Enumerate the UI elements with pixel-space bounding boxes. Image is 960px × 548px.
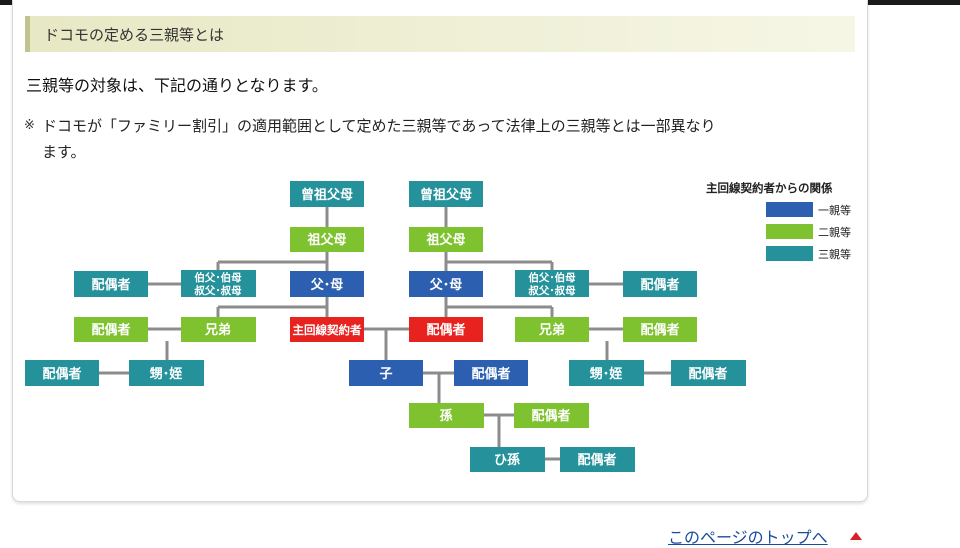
node-label: 曾祖父母 <box>301 187 353 203</box>
node-label: 兄弟 <box>538 322 565 338</box>
node-uncle-aunt-left: 伯父･伯母 叔父･叔母 <box>181 270 256 297</box>
node-label-line1: 伯父･伯母 <box>194 271 242 284</box>
node-label: 甥･姪 <box>150 366 183 382</box>
node-label: 甥･姪 <box>590 366 623 382</box>
legend-title: 主回線契約者からの関係 <box>706 181 833 195</box>
page-top-link[interactable]: このページのトップへ <box>668 528 828 547</box>
node-spouse-of-great-grandchild: 配偶者 <box>560 447 635 472</box>
node-label: 祖父母 <box>425 232 465 248</box>
node-label: 父･母 <box>310 278 344 293</box>
node-grandchild: 孫 <box>409 403 484 428</box>
legend: 主回線契約者からの関係 一親等 二親等 三親等 <box>706 181 851 261</box>
legend-label-first-degree: 一親等 <box>818 203 851 217</box>
node-siblings-right: 兄弟 <box>515 317 589 342</box>
node-label: 配偶者 <box>531 408 570 424</box>
node-spouse-of-sibling-right: 配偶者 <box>623 317 697 342</box>
node-spouse-of-uncle-left: 配偶者 <box>74 271 148 297</box>
node-spouse-of-nephew-left: 配偶者 <box>25 360 99 386</box>
section-title: ドコモの定める三親等とは <box>44 26 225 44</box>
node-self-contract-holder: 主回線契約者 <box>290 317 364 342</box>
node-label: 祖父母 <box>306 232 346 248</box>
note-text-line2: ます。 <box>42 143 86 161</box>
node-label: 配偶者 <box>577 452 616 468</box>
node-label-line2: 叔父･叔母 <box>194 284 242 297</box>
legend-swatch-third-degree <box>766 246 813 261</box>
node-label-line2: 叔父･叔母 <box>528 284 576 297</box>
legend-label-second-degree: 二親等 <box>818 225 851 239</box>
node-great-grandparents-right: 曾祖父母 <box>409 181 483 207</box>
node-label: 曾祖父母 <box>420 187 472 203</box>
legend-label-third-degree: 三親等 <box>818 247 851 261</box>
node-label: 配偶者 <box>688 366 727 382</box>
intro-text: 三親等の対象は、下記の通りとなります。 <box>26 76 328 95</box>
node-label: 子 <box>379 367 392 382</box>
node-parents-left: 父･母 <box>290 271 364 297</box>
node-spouse-of-child: 配偶者 <box>454 360 528 386</box>
node-great-grandchild: ひ孫 <box>470 447 545 472</box>
node-spouse-of-uncle-right: 配偶者 <box>623 271 697 297</box>
node-label: 父･母 <box>429 278 463 293</box>
node-label-line1: 伯父･伯母 <box>528 271 576 284</box>
section-header: ドコモの定める三親等とは <box>25 16 855 52</box>
node-siblings-left: 兄弟 <box>181 317 256 342</box>
connector-lines <box>99 207 671 461</box>
node-label: ひ孫 <box>494 452 520 468</box>
note-mark: ※ <box>24 118 35 133</box>
node-uncle-aunt-right: 伯父･伯母 叔父･叔母 <box>515 270 589 297</box>
legend-swatch-first-degree <box>766 202 813 217</box>
node-label: 主回線契約者 <box>293 323 362 337</box>
node-nephew-niece-right: 甥･姪 <box>569 360 644 386</box>
node-grandparents-left: 祖父母 <box>290 227 364 252</box>
node-spouse-of-grandchild: 配偶者 <box>514 403 589 428</box>
node-spouse-of-sibling-left: 配偶者 <box>74 317 148 342</box>
node-spouse: 配偶者 <box>409 317 483 342</box>
node-label: 配偶者 <box>91 277 130 293</box>
node-label: 配偶者 <box>640 322 679 338</box>
node-label: 配偶者 <box>91 322 130 338</box>
note-text-line1: ドコモが「ファミリー割引」の適用範囲として定めた三親等であって法律上の三親等とは… <box>42 117 716 135</box>
node-label: 配偶者 <box>426 322 465 338</box>
node-grandparents-right: 祖父母 <box>409 227 483 252</box>
node-label: 配偶者 <box>640 277 679 293</box>
node-label: 兄弟 <box>204 322 231 338</box>
node-great-grandparents-left: 曾祖父母 <box>290 181 364 207</box>
node-label: 孫 <box>439 408 452 424</box>
node-nephew-niece-left: 甥･姪 <box>129 360 204 386</box>
node-child: 子 <box>349 360 423 386</box>
node-parents-right: 父･母 <box>409 271 483 297</box>
node-label: 配偶者 <box>471 366 510 382</box>
legend-swatch-second-degree <box>766 224 813 239</box>
node-spouse-of-nephew-right: 配偶者 <box>671 360 746 386</box>
node-label: 配偶者 <box>42 366 81 382</box>
arrow-up-icon[interactable] <box>849 531 863 541</box>
